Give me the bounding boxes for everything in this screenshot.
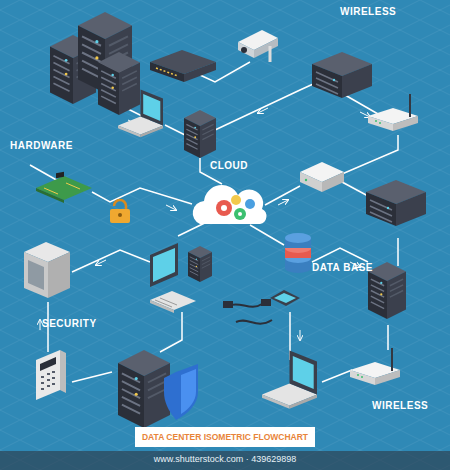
watermark: www.shutterstock.com · 439629898 (0, 454, 450, 464)
laptop (118, 90, 163, 138)
keypad (36, 350, 66, 400)
server-tower (184, 110, 216, 158)
wifi-router (350, 348, 400, 385)
server-box (312, 52, 372, 98)
flow-arrows (40, 108, 370, 340)
security-camera (238, 30, 278, 62)
desktop-computer (150, 243, 212, 313)
smartphone (270, 290, 300, 306)
wifi-router (368, 94, 418, 131)
cables (224, 300, 272, 324)
section-label: HARDWARE (10, 140, 73, 151)
server-racks (50, 12, 140, 115)
title-text: DATA CENTER ISOMETRIC FLOWCHART (135, 432, 315, 442)
padlock (110, 200, 130, 223)
section-label: DATA BASE (312, 262, 373, 273)
crt-terminal (24, 242, 70, 298)
title-banner (135, 427, 315, 447)
circuit-board (36, 172, 92, 203)
database-stack (285, 233, 311, 273)
section-label: SECURITY (42, 318, 97, 329)
section-label: CLOUD (210, 160, 248, 171)
server-box (366, 180, 426, 226)
network-switch (150, 50, 216, 82)
storage-unit (300, 162, 344, 192)
secure-server (118, 350, 198, 428)
laptop (262, 351, 317, 409)
section-label: WIRELESS (372, 400, 428, 411)
wires (30, 62, 398, 382)
section-label: WIRELESS (340, 6, 396, 17)
server-tower (368, 262, 406, 319)
cloud-gears (193, 185, 267, 224)
watermark-strip (0, 451, 450, 470)
